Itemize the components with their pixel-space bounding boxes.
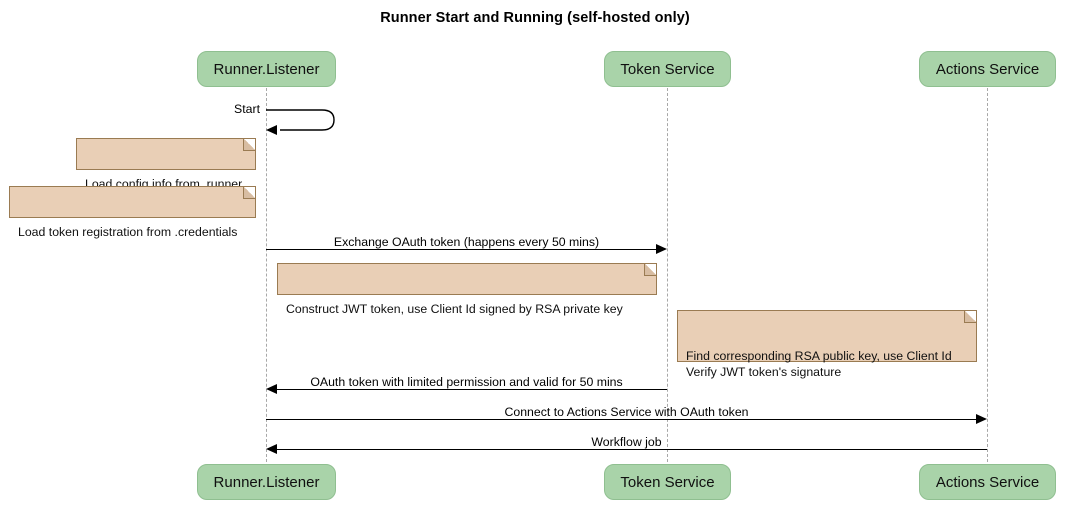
note-fold-icon: [644, 264, 656, 276]
arrowhead-workflow-job: [266, 443, 277, 454]
participant-runner-bottom[interactable]: Runner.Listener: [197, 464, 336, 500]
message-line-workflow-job: [277, 449, 987, 450]
participant-label: Runner.Listener: [213, 473, 320, 491]
message-label-oauth-token-response: OAuth token with limited permission and …: [310, 375, 623, 389]
note-construct-jwt-token: Construct JWT token, use Client Id signe…: [277, 263, 657, 316]
arrowhead-start: [266, 124, 277, 135]
participant-actions-top[interactable]: Actions Service: [919, 51, 1056, 87]
participant-label: Token Service: [620, 60, 715, 78]
message-line-exchange-oauth-token: [266, 249, 656, 250]
message-line-oauth-token-response: [277, 389, 667, 390]
page-title: Runner Start and Running (self-hosted on…: [380, 10, 690, 26]
arrowhead-oauth-token-response: [266, 383, 277, 394]
message-line-connect-actions-service: [266, 419, 976, 420]
participant-label: Runner.Listener: [213, 60, 320, 78]
participant-label: Actions Service: [935, 60, 1040, 78]
participant-label: Token Service: [620, 473, 715, 491]
note-fold-icon: [964, 311, 976, 323]
message-label-connect-actions-service: Connect to Actions Service with OAuth to…: [504, 405, 749, 419]
arrowhead-connect-actions-service: [976, 413, 987, 424]
participant-actions-bottom[interactable]: Actions Service: [919, 464, 1056, 500]
participant-label: Actions Service: [935, 473, 1040, 491]
note-fold-icon: [243, 139, 255, 151]
note-load-config: Load config info from .runner: [76, 138, 256, 191]
message-label-exchange-oauth-token: Exchange OAuth token (happens every 50 m…: [333, 235, 600, 249]
note-load-token-registration: Load token registration from .credential…: [9, 186, 256, 239]
lifeline-actions: [987, 88, 988, 462]
message-label-workflow-job: Workflow job: [591, 435, 662, 449]
participant-runner-top[interactable]: Runner.Listener: [197, 51, 336, 87]
lifeline-token: [667, 88, 668, 462]
note-text: Find corresponding RSA public key, use C…: [686, 349, 952, 379]
arrowhead-exchange-oauth-token: [656, 243, 667, 254]
note-fold-icon: [243, 187, 255, 199]
lifeline-runner: [266, 88, 267, 462]
participant-token-top[interactable]: Token Service: [604, 51, 731, 87]
note-text: Load token registration from .credential…: [18, 225, 238, 239]
message-self-start: [266, 105, 346, 137]
note-verify-jwt-signature: Find corresponding RSA public key, use C…: [677, 310, 977, 379]
participant-token-bottom[interactable]: Token Service: [604, 464, 731, 500]
note-text: Construct JWT token, use Client Id signe…: [286, 302, 623, 316]
message-label-start: Start: [234, 102, 260, 116]
